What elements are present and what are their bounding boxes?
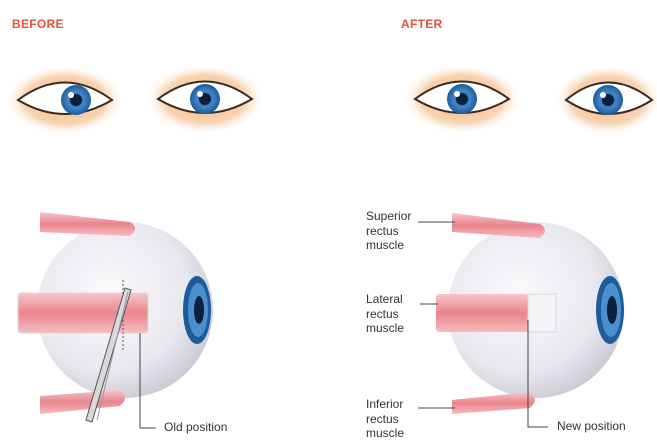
after-right-eye	[556, 66, 657, 134]
new-position-label: New position	[557, 419, 626, 434]
after-eyeball	[436, 213, 624, 414]
old-position-label: Old position	[164, 420, 227, 435]
before-right-eye	[147, 65, 263, 133]
inferior-rectus-label: Inferior rectus muscle	[366, 397, 404, 441]
before-eyeball	[18, 212, 213, 422]
before-left-eye	[7, 66, 123, 134]
superior-rectus-label: Superior rectus muscle	[366, 209, 411, 253]
after-left-eye	[404, 65, 520, 133]
lateral-rectus-label: Lateral rectus muscle	[366, 292, 404, 336]
